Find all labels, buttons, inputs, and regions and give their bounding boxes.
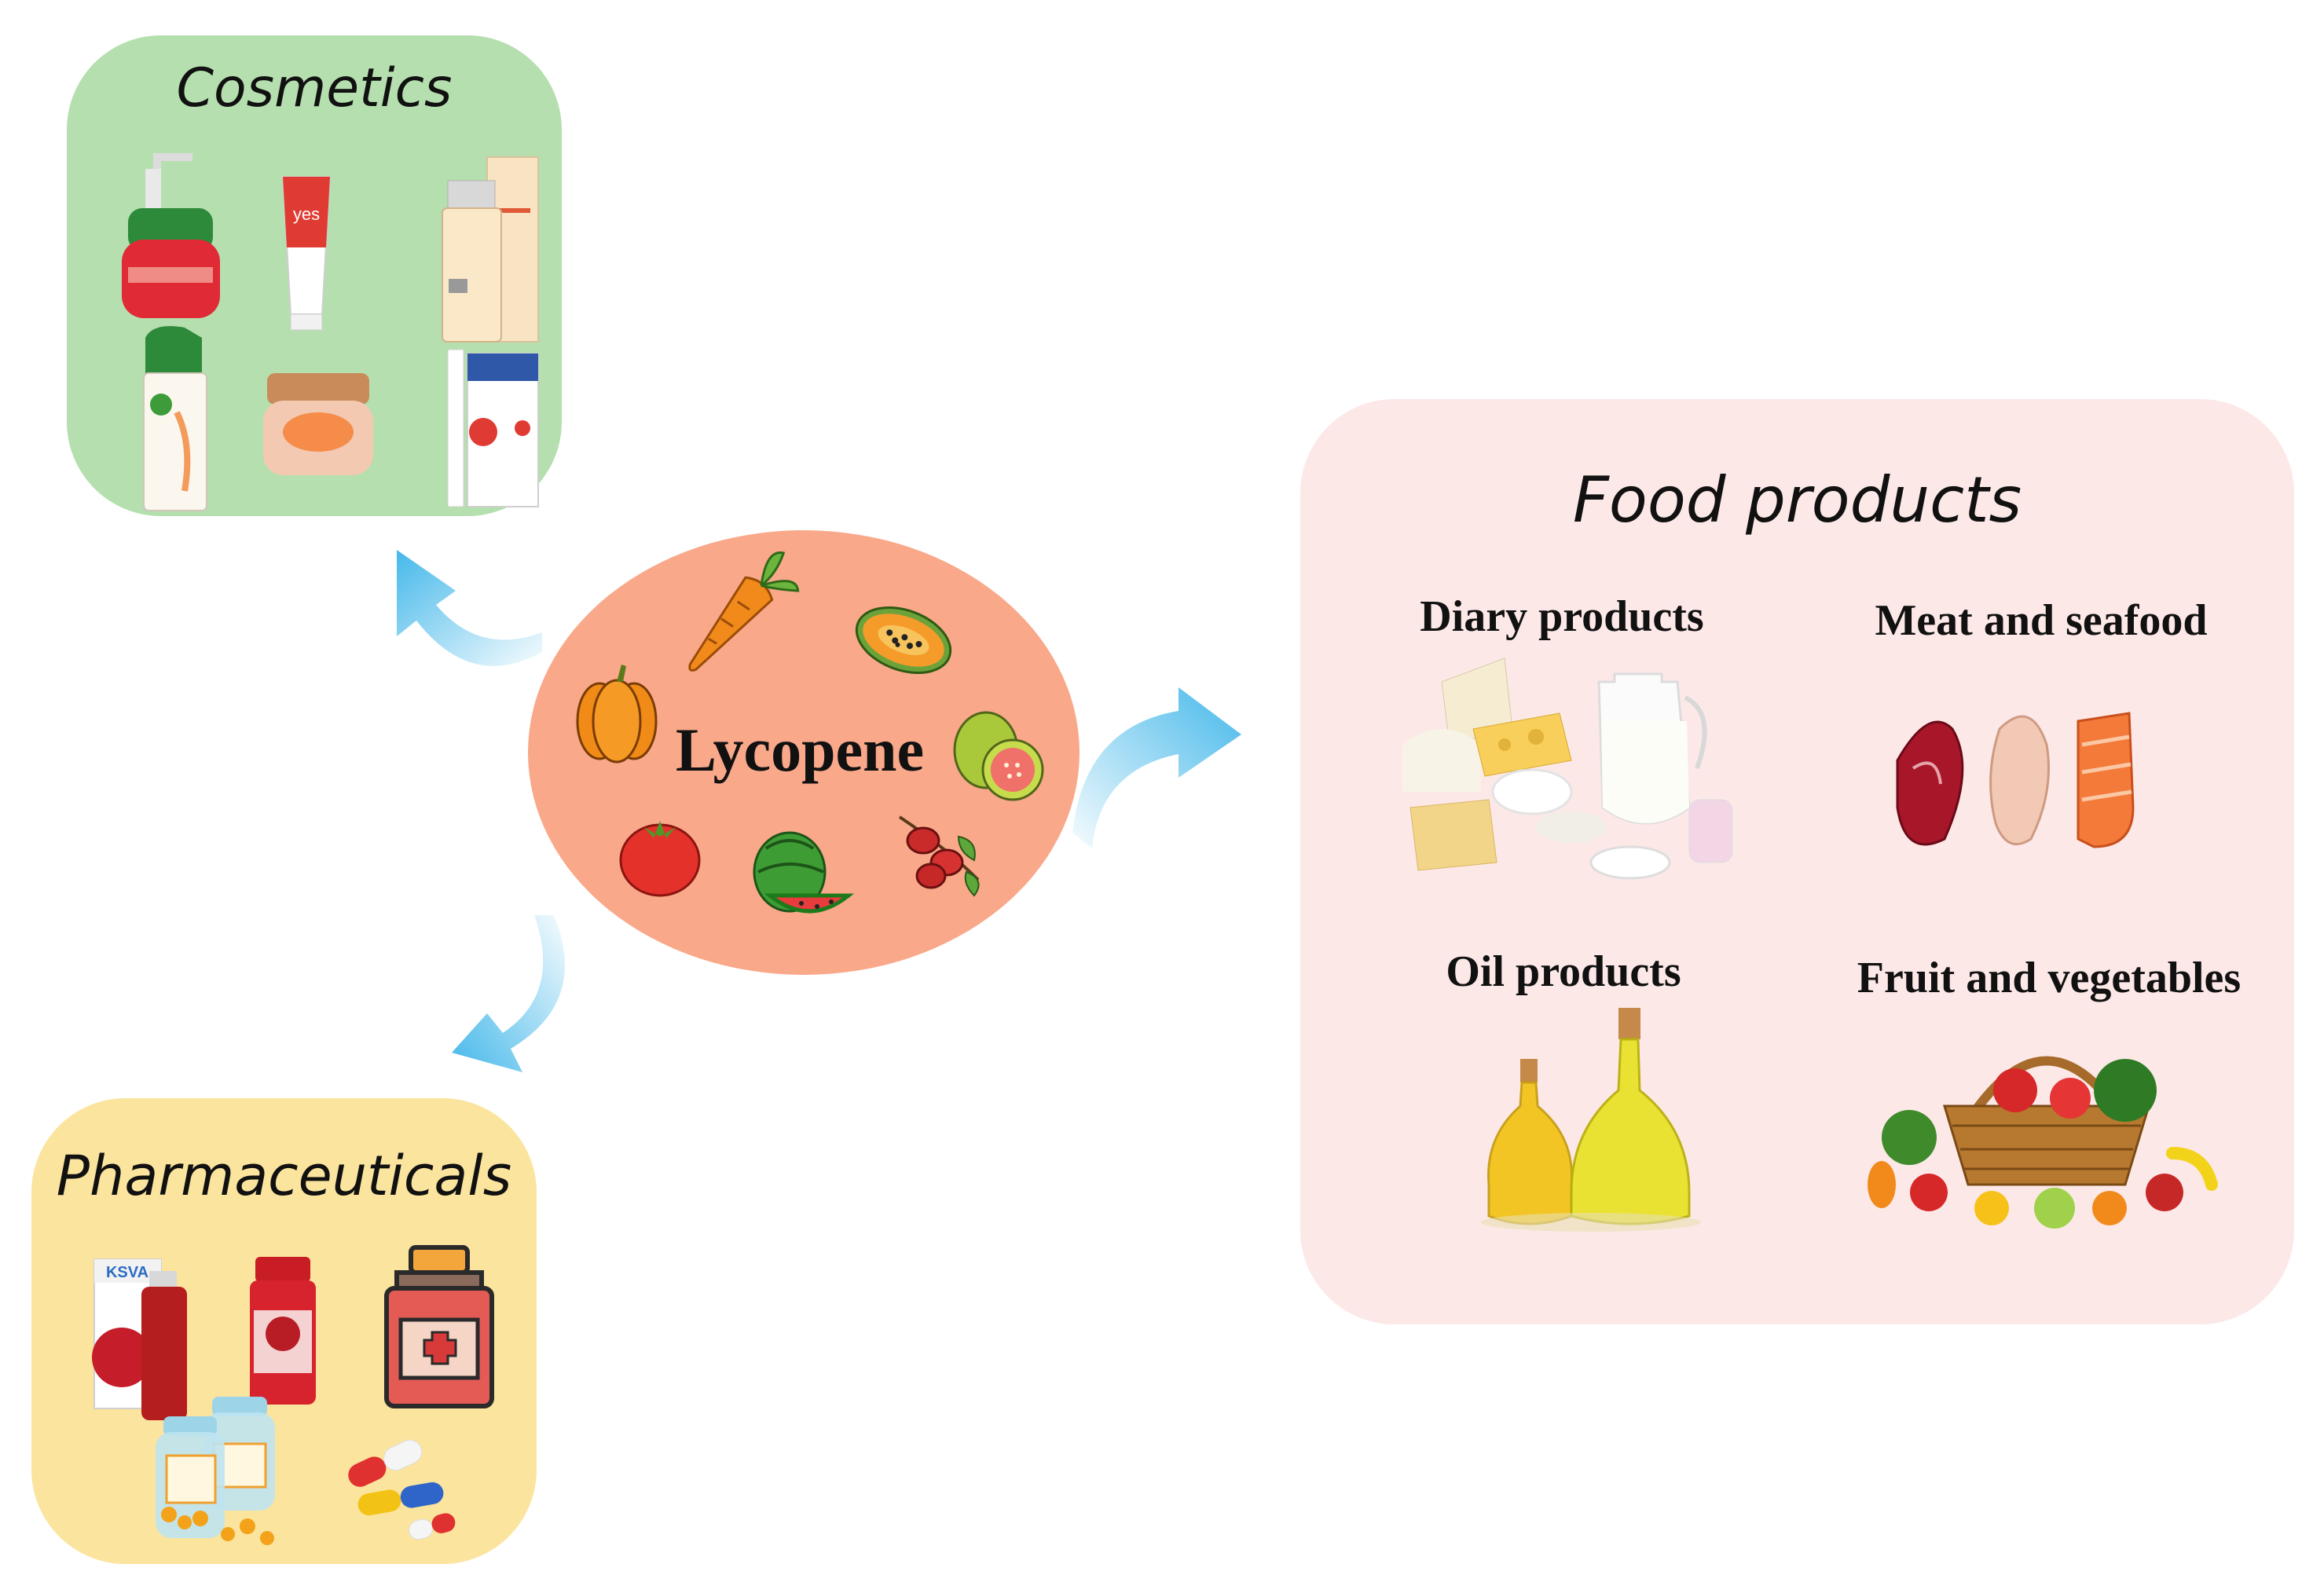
dairy-products-label: Diary products <box>1420 592 1704 641</box>
cosmetics-panel: Cosmetics yes <box>67 35 562 516</box>
oil-bottles-icon <box>1481 1008 1701 1232</box>
meat-seafood-label: Meat and seafood <box>1875 596 2208 645</box>
cosmetics-title: Cosmetics <box>176 57 453 119</box>
food-products-images <box>1402 657 2218 1232</box>
medicine-bottle-icon <box>384 1245 494 1408</box>
arrow-to-pharmaceuticals <box>452 915 565 1072</box>
food-products-title: Food products <box>1572 463 2022 537</box>
pill-bottles-icon <box>156 1397 275 1545</box>
pumpkin-icon <box>576 665 658 764</box>
red-pump-jar-icon <box>122 153 220 318</box>
serum-bottle-box-icon <box>442 156 539 342</box>
food-products-panel: Food products Diary products Meat and se… <box>1300 399 2294 1324</box>
vegetable-basket-icon <box>1868 1056 2218 1229</box>
dairy-assortment-icon <box>1402 657 1733 880</box>
arrow-to-food <box>1072 687 1241 848</box>
green-spray-bottle-icon <box>143 326 207 511</box>
capsules-icon <box>348 1439 456 1540</box>
svg-text:yes: yes <box>293 204 320 224</box>
fruit-vegetables-label: Fruit and vegetables <box>1857 954 2242 1002</box>
papaya-icon <box>855 606 952 675</box>
lycopene-label: Lycopene <box>675 716 925 784</box>
pharmaceuticals-panel: Pharmaceuticals KSVA <box>31 1098 537 1564</box>
svg-text:KSVA: KSVA <box>106 1264 148 1281</box>
rosehip-icon <box>898 815 980 897</box>
cream-box-icon <box>447 349 539 507</box>
watermelon-icon <box>753 831 855 914</box>
oil-products-label: Oil products <box>1446 947 1681 996</box>
carrot-icon <box>688 551 800 672</box>
arrow-to-cosmetics <box>397 550 542 666</box>
syrup-bottle-box-icon: KSVA <box>92 1258 187 1420</box>
meat-fish-icon <box>1896 712 2135 848</box>
pharmaceuticals-title: Pharmaceuticals <box>56 1144 512 1208</box>
red-tube-icon: yes <box>281 176 332 331</box>
tomato-icon <box>619 821 701 897</box>
guava-icon <box>953 711 1044 801</box>
pharmaceuticals-products: KSVA <box>92 1245 494 1545</box>
supplement-bottle-icon <box>250 1257 316 1405</box>
cosmetics-products: yes <box>122 153 539 511</box>
cream-jar-icon <box>263 373 373 475</box>
